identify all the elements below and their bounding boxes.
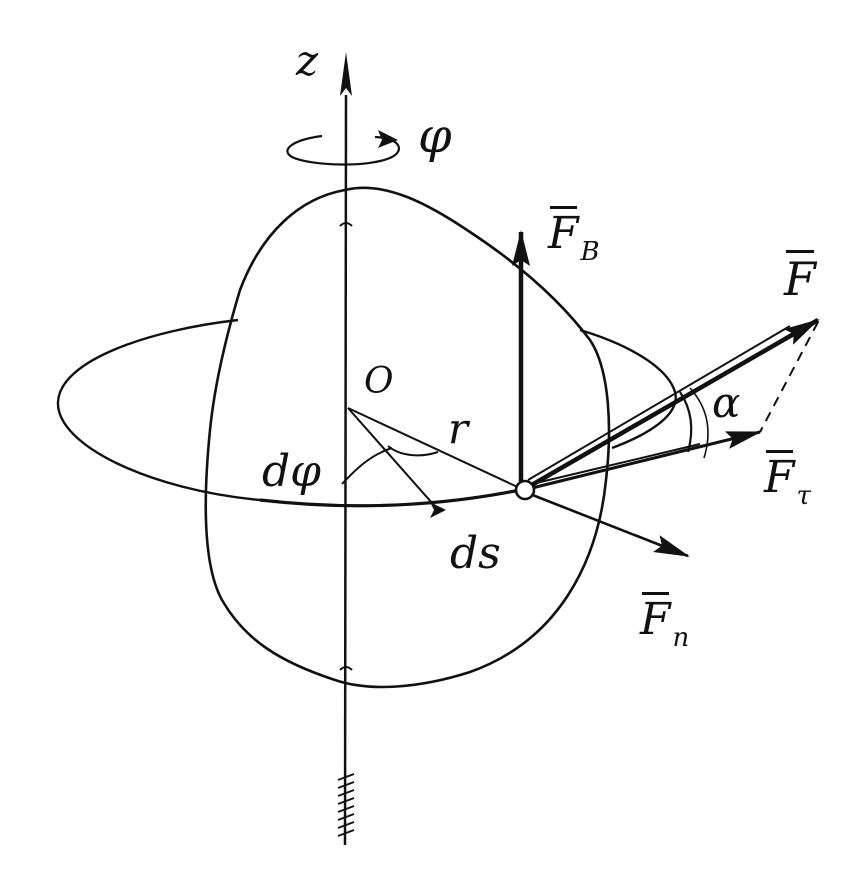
orbit-front [259, 488, 521, 508]
dashed-component-line [759, 321, 819, 433]
force-tau-symbol: F [764, 450, 795, 503]
orbit-back-right [579, 328, 677, 450]
d-phi-label: dφ [262, 446, 321, 497]
rotation-arrow [286, 134, 401, 166]
force-b-symbol: F [548, 206, 579, 259]
force-tau-label: Fτ [764, 450, 811, 509]
axis-z-label: z [296, 36, 319, 85]
force-n-label: Fn [640, 592, 689, 651]
rotation-arrowhead [378, 130, 398, 148]
z-axis-arrowhead [340, 52, 352, 96]
alpha-label: α [712, 378, 741, 427]
second-radius-line [347, 407, 441, 513]
force-n-arrow [529, 492, 690, 558]
orbit-back-left [56, 318, 261, 502]
ds-label: ds [450, 528, 501, 579]
center-label: O [364, 361, 394, 402]
force-tau-guide-line [531, 443, 701, 485]
force-label: F [784, 250, 816, 306]
force-tau-arrow [531, 430, 762, 490]
force-n-subscript: n [672, 623, 690, 653]
axis-tick-bottom [339, 666, 353, 671]
force-n-symbol: F [640, 592, 671, 645]
d-phi-leader [341, 447, 393, 485]
radius-line [347, 407, 525, 491]
support-hatching [337, 773, 355, 837]
axis-tick-top [339, 222, 353, 227]
force-arrow [528, 318, 820, 488]
force-tau-subscript: τ [796, 481, 811, 511]
alpha-arc-inner [689, 387, 709, 459]
z-axis [343, 94, 348, 846]
ds-arrowhead [430, 502, 446, 518]
material-point [514, 479, 536, 501]
body-outline [204, 186, 611, 689]
force-guide-line [527, 325, 791, 481]
force-b-label: FB [548, 206, 600, 265]
force-b-subscript: B [580, 237, 600, 267]
force-symbol: F [784, 250, 816, 306]
rotation-angle-label: φ [418, 108, 452, 164]
alpha-arc [679, 391, 693, 453]
radius-label: r [448, 404, 469, 453]
